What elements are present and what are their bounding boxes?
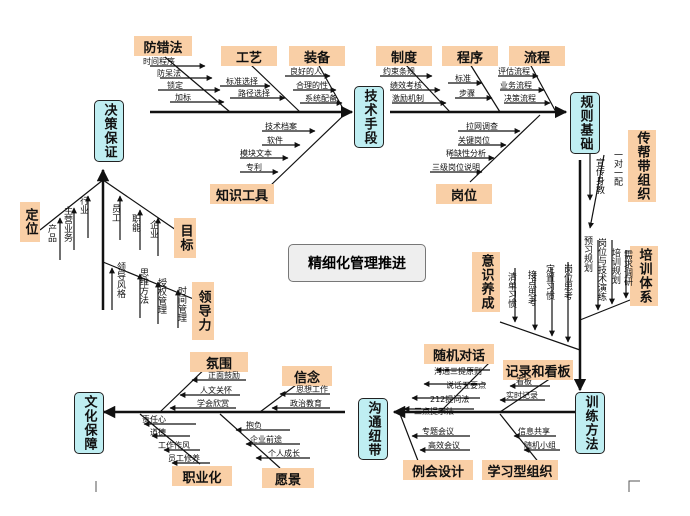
label-gangwei-3: 稀缺性分析 [446,149,486,158]
label-zhiyehua-2: 道德 [150,428,166,437]
category-peixun: 培训体系 [630,246,658,306]
label-training-5: 预习规划 [582,236,592,272]
label-xinnian-2: 政治教育 [290,399,322,408]
label-zhiyehua-1: 责任心 [142,415,166,424]
label-training-6: 岗位与技术演练 [596,238,606,301]
label-zhishi-4: 专利 [246,163,262,172]
label-zhishi-3: 模块文本 [240,149,272,158]
label-basic-1: 宣传身教 [594,158,604,194]
label-suiji-4: 三点提示法 [414,407,454,416]
label-suiji-2: 说话五要点 [446,381,486,390]
label-gongyi-1: 标准选择 [226,77,258,86]
category-dingwei: 定位 [20,202,40,242]
label-training-1: 清单习惯 [506,272,516,308]
category-chuanbang: 传帮带组织 [628,130,656,202]
label-decision-left-1: 产品 [46,224,56,242]
label-zhuangbei-3: 系统配备 [305,94,337,103]
label-suiji-1: 沟通三提原则 [434,367,482,376]
label-jilu-1: 看板 [516,377,532,386]
label-xinnian-1: 思想工作 [296,385,328,394]
label-decision-lower-3: 授权管理 [156,278,166,314]
label-liucheng-3: 决策流程 [504,94,536,103]
label-yuanjing-3: 个人成长 [268,449,300,458]
label-gangwei-2: 关键岗位 [458,136,490,145]
label-decision-left-3: 行业 [78,196,88,214]
label-decision-lower-4: 时间管理 [176,286,186,322]
label-zhuangbei-2: 合理的性 [296,81,328,90]
label-lihui-1: 专题会议 [422,427,454,436]
label-chengxu-1: 标准 [455,74,471,83]
label-decision-lower-2: 思维方法 [138,268,148,304]
category-zhidu: 制度 [376,46,432,66]
category-zhishi: 知识工具 [210,184,274,204]
category-gangwei: 岗位 [436,184,492,204]
label-gangwei-4: 三级岗位说明 [432,163,480,172]
label-zhishi-2: 软件 [267,136,283,145]
label-yuanjing-2: 企业前途 [250,435,282,444]
category-xinnian: 信念 [282,366,332,386]
label-lihui-2: 高效会议 [428,441,460,450]
label-fangcuofa-2: 防呆法 [157,69,181,78]
category-suiji: 随机对话 [424,344,494,364]
category-fangcuofa: 防错法 [134,36,192,56]
category-lihui: 例会设计 [403,460,473,480]
category-zhuangbei: 装备 [289,46,345,66]
label-training-7: 培训规划 [610,248,620,284]
label-zhidu-1: 约束条规 [383,67,415,76]
category-xuexi: 学习型组织 [482,460,558,480]
category-gongyi: 工艺 [221,46,277,66]
label-zhuangbei-1: 良好的人 [290,67,322,76]
category-fenwei: 氛围 [190,352,248,372]
label-training-8: 需求调研 [622,250,632,286]
label-zhidu-2: 绩效考核 [390,81,422,90]
label-gangwei-1: 拉网调查 [466,122,498,131]
label-zhiyehua-4: 员工修养 [168,454,200,463]
spine-box-communication: 沟通纽带 [358,398,388,460]
spine-box-training: 训练方法 [575,392,605,454]
spine-box-culture: 文化保障 [74,392,104,454]
center-title: 精细化管理推进 [288,244,426,282]
label-yuanjing-1: 抱负 [246,421,262,430]
label-jilu-2: 实时记录 [506,391,538,400]
spine-box-decision: 决策保证 [94,100,124,162]
category-yishi: 意识养成 [472,252,500,312]
label-basic-2: 一对一配 [612,150,622,186]
category-lingdaoli: 领导力 [192,282,214,340]
category-yuanjing: 愿景 [262,468,314,488]
label-fangcuofa-4: 加标 [175,93,191,102]
label-decision-lower-1: 领导风格 [115,262,125,298]
spine-box-basic: 规则基础 [570,92,600,154]
label-training-4: 岗位思考 [562,264,572,300]
label-zhidu-3: 激励机制 [392,94,424,103]
label-fangcuofa-1: 时间程序 [143,57,175,66]
label-fenwei-1: 正面鼓励 [208,371,240,380]
category-mubiao: 目标 [174,218,196,258]
label-decision-right-3: 企业 [148,220,158,238]
label-zhiyehua-3: 工作作风 [158,441,190,450]
label-zhishi-1: 技术档案 [265,122,297,131]
label-training-3: 定置习惯 [544,264,554,300]
label-liucheng-1: 评估流程 [498,67,530,76]
label-gongyi-2: 路径选择 [238,89,270,98]
category-chengxu: 程序 [442,46,498,66]
label-training-2: 接点思考 [526,270,536,306]
label-xuexi-2: 随机小组 [524,441,556,450]
category-jilu: 记录和看板 [503,360,573,380]
spine-box-technical: 技术手段 [354,86,384,148]
label-fangcuofa-3: 锁定 [167,81,183,90]
label-fenwei-2: 人文关怀 [200,386,232,395]
label-decision-right-2: 职能 [130,214,140,232]
label-suiji-3: 212提问法 [430,395,470,404]
label-decision-left-2: 主营业务 [62,206,72,242]
label-liucheng-2: 业务流程 [500,81,532,90]
category-liucheng: 流程 [509,46,565,66]
label-xuexi-1: 信息共享 [518,427,550,436]
label-chengxu-2: 步骤 [459,89,475,98]
label-decision-right-1: 员工 [110,204,120,222]
label-fenwei-3: 学会欣赏 [197,399,229,408]
category-zhiyehua: 职业化 [172,466,232,486]
